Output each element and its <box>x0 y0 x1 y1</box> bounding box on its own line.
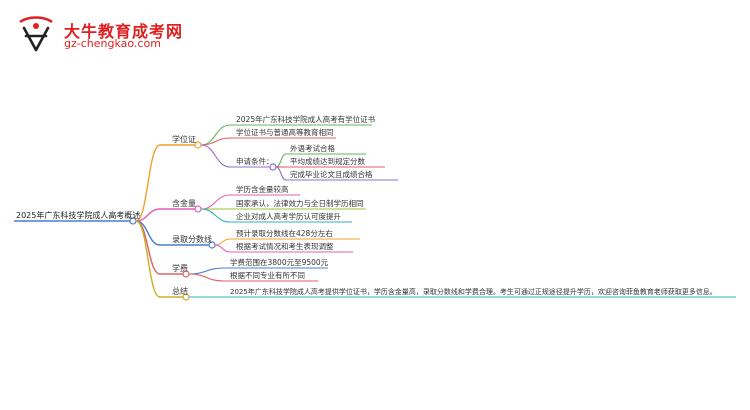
leaf-value-recognized[interactable]: 国家承认，法律效力与全日制学历相同 <box>236 199 364 208</box>
mindmap-root[interactable]: 2025年广东科技学院成人高考概述 <box>16 211 141 220</box>
root-to-branch-0 <box>135 144 161 222</box>
leaf-tuition-range[interactable]: 学费范围在3800元至9500元 <box>230 258 329 267</box>
root-to-branch-4 <box>135 220 161 298</box>
leaf-tuition-major[interactable]: 根据不同专业有所不同 <box>230 271 305 280</box>
leaf-value-high[interactable]: 学历含金量较高 <box>236 185 289 194</box>
score-link-0 <box>214 238 231 246</box>
branch-summary[interactable]: 总结 <box>172 287 188 296</box>
leaf-degree-available[interactable]: 2025年广东科技学院成人高考有学位证书 <box>236 115 376 124</box>
tuition-link-1 <box>188 273 225 282</box>
condition-link-2 <box>275 166 287 181</box>
condition-link-0 <box>275 153 287 168</box>
leaf-condition-language[interactable]: 外语考试合格 <box>290 144 335 153</box>
root-to-branch-1 <box>135 208 161 222</box>
degree-link-2 <box>200 144 231 168</box>
leaf-apply-conditions[interactable]: 申请条件： <box>236 157 274 166</box>
brand-url: gz-chengkao.com <box>64 37 161 50</box>
leaf-score-estimate[interactable]: 预计录取分数线在428分左右 <box>236 229 333 238</box>
value-link-2 <box>200 208 231 223</box>
leaf-condition-thesis[interactable]: 完成毕业论文且成绩合格 <box>290 170 373 179</box>
score-link-1 <box>214 244 231 253</box>
leaf-score-adjust[interactable]: 根据考试情况和考生表现调整 <box>236 242 334 251</box>
leaf-degree-same[interactable]: 学位证书与普通高等教育相同 <box>236 128 334 137</box>
site-logo[interactable]: 大牛教育成考网 gz-chengkao.com <box>14 14 214 54</box>
leaf-value-employer[interactable]: 企业对成人高考学历认可度提升 <box>236 212 341 221</box>
value-link-0 <box>200 194 231 210</box>
bull-logo-icon <box>19 16 53 52</box>
root-to-branch-3 <box>135 220 161 275</box>
branch-tuition[interactable]: 学费 <box>172 264 188 273</box>
branch-admission-score[interactable]: 录取分数线 <box>172 235 212 244</box>
degree-link-1 <box>200 137 231 146</box>
branch-value[interactable]: 含金量 <box>172 199 196 208</box>
brand-title: 大牛教育成考网 <box>64 22 184 41</box>
leaf-condition-score[interactable]: 平均成绩达到规定分数 <box>290 157 365 166</box>
leaf-summary-text[interactable]: 2025年广东科技学院成人高考提供学位证书，学历含金量高，录取分数线和学费合理。… <box>230 288 717 296</box>
branch-degree-certificate[interactable]: 学位证 <box>172 135 196 144</box>
tuition-link-0 <box>188 267 225 275</box>
